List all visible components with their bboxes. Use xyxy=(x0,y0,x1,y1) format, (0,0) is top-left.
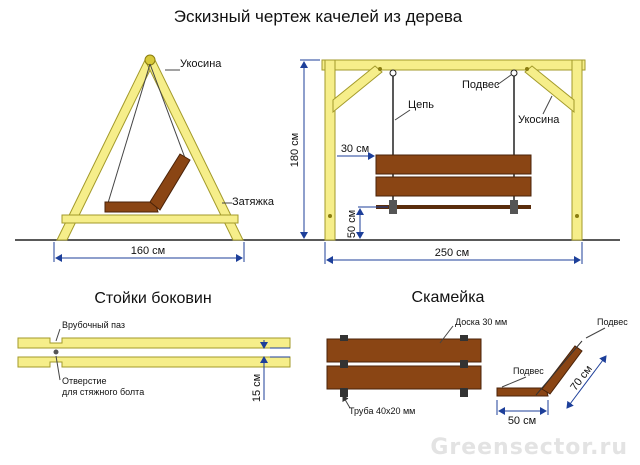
hanger-bench-leader-1 xyxy=(585,327,606,339)
top-beam xyxy=(321,59,586,71)
top-bolt xyxy=(144,54,156,66)
dim-line-back xyxy=(566,355,607,409)
dim-post-width: 15 см xyxy=(251,374,263,402)
tie-beam xyxy=(61,214,239,224)
dim-seat-height: 50 см xyxy=(346,210,358,238)
bench-pipe xyxy=(460,388,468,397)
hole-leader xyxy=(55,355,61,381)
dim-seat-offset: 30 см xyxy=(341,143,369,155)
bolt xyxy=(575,214,579,218)
side-backrest xyxy=(149,153,191,211)
front-post-left xyxy=(324,59,336,241)
bench-board-1 xyxy=(326,338,482,363)
label-hole-1: Отверстие xyxy=(62,376,106,386)
profile-frame xyxy=(535,340,583,396)
bolt xyxy=(378,67,382,71)
label-hanger-bench-1: Подвес xyxy=(597,317,628,327)
groove-leader xyxy=(55,328,61,342)
front-seat-edge xyxy=(376,205,531,209)
front-brace-left xyxy=(332,65,383,114)
bolt xyxy=(328,214,332,218)
label-hanger-bench-2: Подвес xyxy=(513,366,544,376)
brace-front-leader xyxy=(542,95,553,115)
bench-detail: Скамейка Доска 30 мм Труба 40х20 мм Подв… xyxy=(326,289,628,427)
front-pipe-left xyxy=(389,200,397,214)
front-post-right xyxy=(571,59,583,241)
label-brace-front: Укосина xyxy=(518,114,560,126)
bench-pipe xyxy=(340,360,348,368)
bolt-hole xyxy=(53,349,59,355)
a-frame-right-leg xyxy=(145,57,244,241)
dim-width-front: 250 см xyxy=(435,247,469,259)
front-view: Подвес Цепь Укосина 180 см 30 см 50 см 2… xyxy=(289,59,586,264)
pipe-leader xyxy=(342,395,351,409)
bench-board-2 xyxy=(326,365,482,390)
label-chain: Цепь xyxy=(408,99,434,111)
label-brace-side: Укосина xyxy=(180,58,222,70)
watermark: Greensector.ru xyxy=(430,435,628,460)
hanger-left xyxy=(389,69,397,77)
side-chain-1 xyxy=(107,63,151,204)
bench-pipe xyxy=(460,335,468,341)
hanger-right xyxy=(510,69,518,77)
side-seat xyxy=(104,201,159,213)
board-leader xyxy=(439,325,454,344)
profile-seat xyxy=(496,387,549,397)
chain-leader xyxy=(394,109,411,121)
bench-pipe xyxy=(460,360,468,368)
label-pipe: Труба 40х20 мм xyxy=(349,406,415,416)
label-board: Доска 30 мм xyxy=(455,317,507,327)
posts-detail: Стойки боковин Врубочный паз Отверстие д… xyxy=(17,290,291,402)
front-pipe-right xyxy=(510,200,518,214)
front-back-board-2 xyxy=(375,176,532,197)
label-groove: Врубочный паз xyxy=(62,320,125,330)
bolt xyxy=(525,67,529,71)
a-frame-left-leg xyxy=(56,57,155,241)
dim-width-side: 160 см xyxy=(131,245,165,257)
drawing-title: Эскизный чертеж качелей из дерева xyxy=(174,7,463,26)
posts-title: Стойки боковин xyxy=(94,290,211,307)
front-back-board-1 xyxy=(375,154,532,175)
label-tie: Затяжка xyxy=(232,196,275,208)
hanger-bench-leader-2 xyxy=(501,376,527,388)
label-hanger-front: Подвес xyxy=(462,79,500,91)
post-upper xyxy=(17,337,291,349)
side-view: Укосина Затяжка 160 см xyxy=(53,54,275,262)
front-brace-right xyxy=(524,65,575,114)
label-hole-2: для стяжного болта xyxy=(62,387,144,397)
dim-seat: 50 см xyxy=(508,415,536,427)
post-lower xyxy=(17,356,291,368)
dim-height: 180 см xyxy=(289,133,301,167)
bench-title: Скамейка xyxy=(412,289,485,306)
hanger-leader xyxy=(496,74,512,86)
bench-pipe xyxy=(340,388,348,397)
bench-pipe xyxy=(340,335,348,341)
side-chain-2 xyxy=(149,63,186,159)
